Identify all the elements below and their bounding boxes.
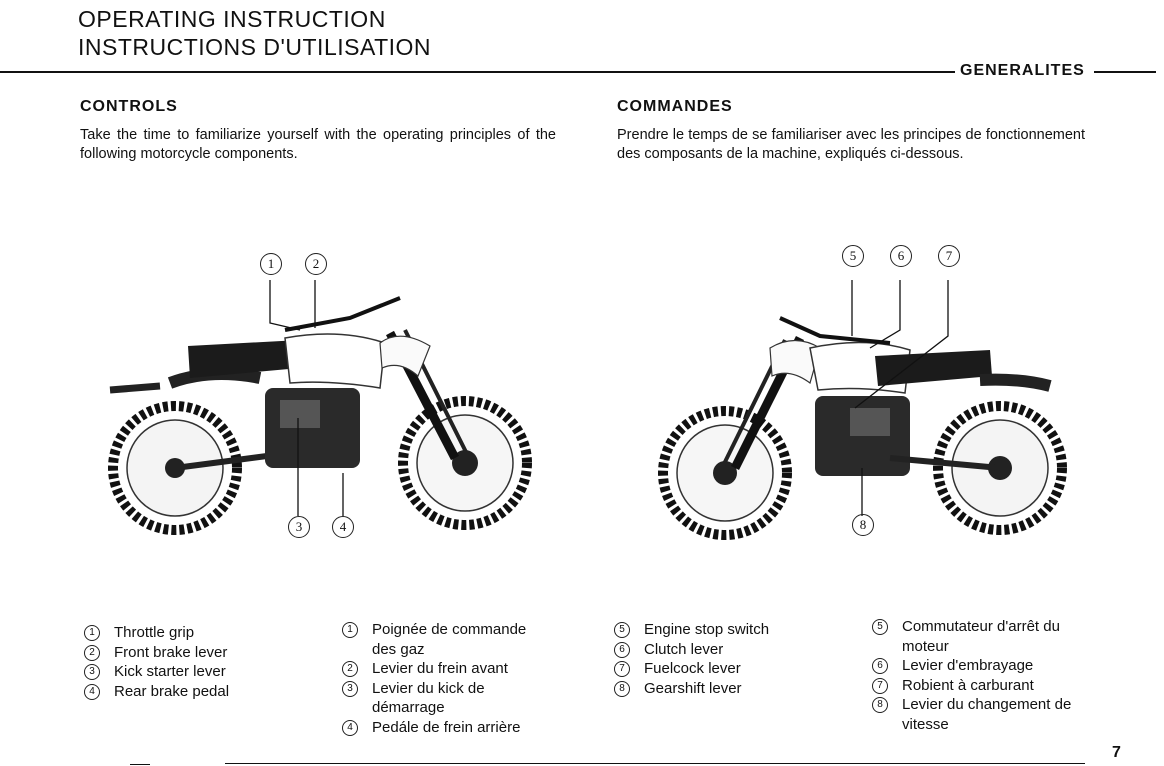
callout-2: 2 [305, 253, 327, 275]
callout-6: 6 [890, 245, 912, 267]
list-item: 3 Kick starter lever [84, 662, 304, 682]
list-item: 6 Clutch lever [614, 640, 834, 660]
callout-4: 4 [332, 516, 354, 538]
item-label: Poignée de commande des gaz [372, 621, 527, 658]
title-english: OPERATING INSTRUCTION [78, 6, 386, 32]
item-label: Throttle grip [114, 624, 195, 641]
item-label: Levier d'embrayage [902, 657, 1034, 674]
list-item: 1 Poignée de commande des gaz [342, 620, 572, 659]
item-label: Kick starter lever [114, 663, 226, 680]
list-item: 6 Levier d'embrayage [872, 656, 1087, 676]
item-label: Engine stop switch [644, 621, 770, 638]
list-item: 8 Gearshift lever [614, 679, 834, 699]
item-label: Gearshift lever [644, 679, 742, 697]
item-number: 5 [614, 622, 630, 638]
item-number: 1 [84, 625, 100, 641]
list-item: 7 Robient à carburant [872, 676, 1087, 696]
callout-7: 7 [938, 245, 960, 267]
list-item: 4 Pedále de frein arrière [342, 718, 572, 738]
item-label: Front brake lever [114, 643, 228, 661]
item-label: Commutateur d'arrêt du moteur [902, 618, 1060, 655]
item-number: 2 [84, 644, 100, 661]
commandes-intro: Prendre le temps de se familiariser avec… [617, 127, 1085, 162]
controls-intro: Take the time to familiarize yourself wi… [80, 127, 556, 162]
list-item: 5 Engine stop switch [614, 620, 834, 640]
list-item: 1 Throttle grip [84, 623, 304, 643]
controls-heading: CONTROLS [80, 98, 178, 115]
callout-3: 3 [288, 516, 310, 538]
item-number: 4 [84, 683, 100, 700]
motorcycle-left-side-icon [108, 280, 532, 535]
footer-rule [225, 763, 1085, 764]
list-item: 2 Front brake lever [84, 643, 304, 663]
item-number: 3 [342, 680, 358, 697]
item-label: Levier du changement de vitesse [902, 696, 1072, 733]
item-number: 1 [342, 622, 358, 638]
list-item: 4 Rear brake pedal [84, 682, 304, 702]
item-number: 7 [614, 661, 630, 677]
list-item: 5 Commutateur d'arrêt du moteur [872, 617, 1087, 656]
item-number: 8 [872, 697, 888, 713]
item-label: Pedále de frein arrière [372, 718, 521, 736]
callout-1: 1 [260, 253, 282, 275]
commandes-heading: COMMANDES [617, 98, 733, 115]
item-number: 6 [872, 658, 888, 674]
item-number: 4 [342, 719, 358, 736]
title-french: INSTRUCTIONS D'UTILISATION [78, 34, 432, 60]
parts-list-left-en: 1 Throttle grip 2 Front brake lever 3 Kick … [84, 623, 304, 701]
page-number: 7 [1112, 744, 1121, 761]
item-number: 3 [84, 664, 100, 680]
list-item: 7 Fuelcock lever [614, 659, 834, 679]
item-number: 6 [614, 641, 630, 658]
header-rule-left [0, 71, 955, 73]
list-item: 2 Levier du frein avant [342, 659, 572, 679]
item-label: Clutch lever [644, 640, 724, 658]
item-label: Rear brake pedal [114, 682, 230, 700]
item-number: 7 [872, 677, 888, 694]
callout-8: 8 [852, 514, 874, 536]
header-rule-right [1094, 71, 1156, 73]
item-number: 8 [614, 680, 630, 697]
footer-mark [130, 764, 150, 765]
callout-5: 5 [842, 245, 864, 267]
item-label: Levier du kick de démarrage [372, 679, 485, 717]
list-item: 8 Levier du changement de vitesse [872, 695, 1087, 734]
parts-list-right-en: 5 Engine stop switch 6 Clutch lever 7 Fuelc… [614, 620, 834, 698]
list-item: 3 Levier du kick de démarrage [342, 679, 572, 718]
item-number: 5 [872, 619, 888, 635]
motorcycle-right-side-icon [658, 280, 1067, 540]
item-label: Robient à carburant [902, 676, 1034, 694]
section-tag: GENERALITES [960, 62, 1085, 79]
item-label: Levier du frein avant [372, 660, 508, 677]
item-label: Fuelcock lever [644, 660, 741, 677]
item-number: 2 [342, 661, 358, 677]
